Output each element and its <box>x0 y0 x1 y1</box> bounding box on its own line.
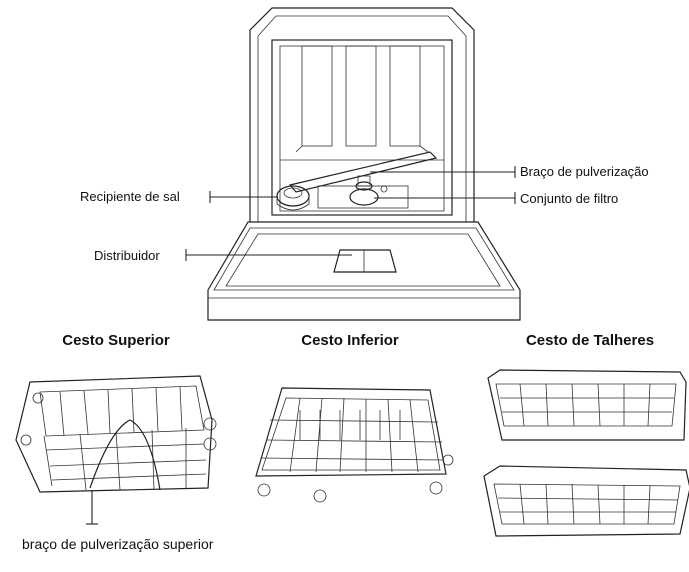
salt-container <box>276 185 310 211</box>
dishwasher-body <box>249 7 475 222</box>
lower-basket-title: Cesto Inferior <box>301 332 399 349</box>
filter-assembly-label: Conjunto de filtro <box>520 191 619 206</box>
upper-basket-drawing <box>15 375 217 525</box>
dishwasher-door <box>207 221 521 321</box>
cutlery-basket-drawing <box>483 369 689 537</box>
upper-spray-arm-label: braço de pulverização superior <box>22 536 214 552</box>
cutlery-basket-title: Cesto de Talheres <box>525 332 655 349</box>
lower-basket-drawing <box>255 387 454 503</box>
upper-basket-title: Cesto Superior <box>62 332 170 349</box>
spray-arm-label: Braço de pulverização <box>520 164 649 179</box>
salt-container-label: Recipiente de sal <box>80 189 180 204</box>
filter-assembly <box>317 175 409 209</box>
dispenser-label: Distribuidor <box>94 248 160 263</box>
spray-arm <box>288 151 438 193</box>
